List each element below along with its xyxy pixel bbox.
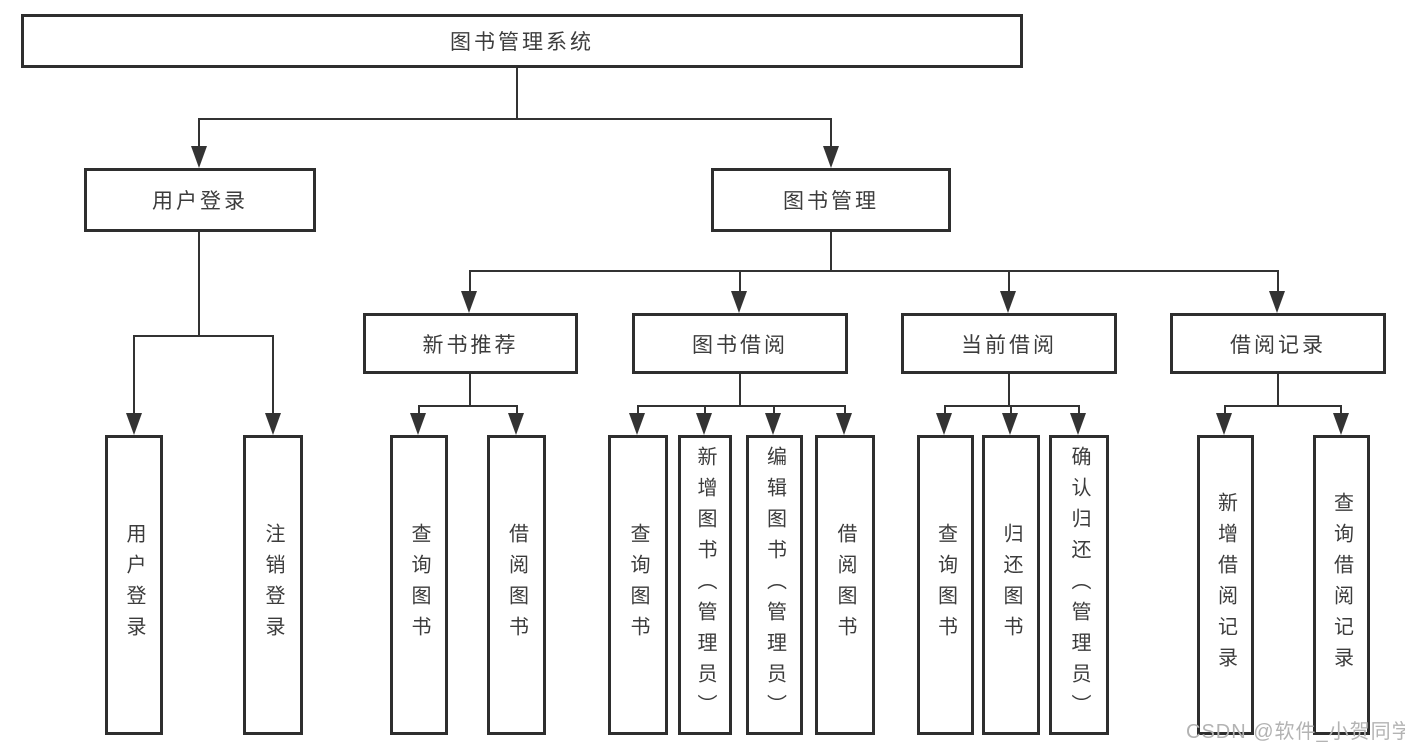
leaf-add-borrow-record-label: 新增借阅记录 — [1214, 492, 1237, 678]
connector-line — [1225, 405, 1342, 407]
connector-line — [830, 118, 832, 148]
connector-line — [469, 270, 471, 294]
node-current-borrow-label: 当前借阅 — [961, 333, 1057, 357]
connector-line — [134, 335, 274, 337]
arrow-down-icon — [731, 291, 747, 313]
arrow-down-icon — [936, 413, 952, 435]
connector-line — [1008, 270, 1010, 294]
connector-line — [516, 68, 518, 118]
arrow-down-icon — [461, 291, 477, 313]
arrow-down-icon — [629, 413, 645, 435]
connector-line — [944, 405, 946, 416]
watermark: CSDN @软件_小贺同学 — [1186, 721, 1405, 743]
connector-line — [704, 405, 706, 416]
arrow-down-icon — [1269, 291, 1285, 313]
connector-line — [469, 374, 471, 407]
connector-line — [945, 405, 1080, 407]
connector-line — [198, 232, 200, 337]
leaf-query-borrow-record: 查询借阅记录 — [1313, 435, 1370, 735]
node-new-book-recommend: 新书推荐 — [363, 313, 578, 374]
node-user-login: 用户登录 — [84, 168, 316, 232]
leaf-query-books-borrow: 查询图书 — [608, 435, 668, 735]
node-new-book-recommend-label: 新书推荐 — [422, 333, 519, 357]
arrow-down-icon — [823, 146, 839, 168]
connector-line — [470, 270, 1279, 272]
connector-line — [418, 405, 420, 416]
leaf-edit-book-admin-label: 编辑图书（管理员） — [763, 445, 786, 725]
leaf-query-books-recommend: 查询图书 — [390, 435, 448, 735]
connector-line — [1008, 374, 1010, 407]
leaf-logout-label: 注销登录 — [262, 523, 284, 647]
leaf-edit-book-admin: 编辑图书（管理员） — [746, 435, 803, 735]
arrow-down-icon — [1333, 413, 1349, 435]
node-user-login-label: 用户登录 — [152, 190, 248, 213]
arrow-down-icon — [765, 413, 781, 435]
connector-line — [133, 335, 135, 415]
leaf-confirm-return-admin-label: 确认归还（管理员） — [1068, 445, 1090, 725]
arrow-down-icon — [836, 413, 852, 435]
leaf-borrow-books-recommend-label: 借阅图书 — [505, 523, 528, 647]
connector-line — [739, 374, 741, 407]
connector-line — [638, 405, 846, 407]
arrow-down-icon — [410, 413, 426, 435]
node-book-borrow: 图书借阅 — [632, 313, 848, 374]
node-book-management: 图书管理 — [711, 168, 951, 232]
leaf-user-login: 用户登录 — [105, 435, 163, 735]
connector-line — [1277, 270, 1279, 294]
connector-line — [419, 405, 518, 407]
leaf-add-book-admin: 新增图书（管理员） — [678, 435, 732, 735]
node-borrow-record: 借阅记录 — [1170, 313, 1386, 374]
connector-line — [1224, 405, 1226, 416]
connector-line — [1010, 405, 1012, 416]
connector-line — [1078, 405, 1080, 416]
arrow-down-icon — [1216, 413, 1232, 435]
leaf-query-books-recommend-label: 查询图书 — [408, 523, 430, 647]
leaf-add-book-admin-label: 新增图书（管理员） — [694, 445, 716, 725]
leaf-borrow-books-label: 借阅图书 — [834, 523, 856, 647]
connector-line — [739, 270, 741, 294]
arrow-down-icon — [1070, 413, 1086, 435]
node-root-label: 图书管理系统 — [450, 31, 594, 54]
connector-line — [637, 405, 639, 416]
arrow-down-icon — [1002, 413, 1018, 435]
leaf-return-books-label: 归还图书 — [1000, 523, 1022, 647]
arrow-down-icon — [126, 413, 142, 435]
node-book-borrow-label: 图书借阅 — [692, 333, 788, 357]
leaf-query-books-current-label: 查询图书 — [934, 523, 957, 647]
leaf-query-books-borrow-label: 查询图书 — [627, 523, 649, 647]
connector-line — [198, 118, 200, 148]
leaf-return-books: 归还图书 — [982, 435, 1040, 735]
leaf-logout: 注销登录 — [243, 435, 303, 735]
leaf-query-borrow-record-label: 查询借阅记录 — [1330, 492, 1353, 678]
connector-line — [773, 405, 775, 416]
arrow-down-icon — [696, 413, 712, 435]
connector-line — [1340, 405, 1342, 416]
leaf-user-login-label: 用户登录 — [123, 523, 145, 647]
leaf-borrow-books-recommend: 借阅图书 — [487, 435, 546, 735]
connector-line — [516, 405, 518, 416]
connector-line — [830, 232, 832, 272]
arrow-down-icon — [265, 413, 281, 435]
leaf-confirm-return-admin: 确认归还（管理员） — [1049, 435, 1109, 735]
node-book-management-label: 图书管理 — [783, 190, 879, 213]
connector-line — [1277, 374, 1279, 407]
arrow-down-icon — [508, 413, 524, 435]
node-root: 图书管理系统 — [21, 14, 1023, 68]
arrow-down-icon — [1000, 291, 1016, 313]
connector-line — [844, 405, 846, 416]
connector-line — [272, 335, 274, 415]
arrow-down-icon — [191, 146, 207, 168]
node-current-borrow: 当前借阅 — [901, 313, 1117, 374]
leaf-query-books-current: 查询图书 — [917, 435, 974, 735]
node-borrow-record-label: 借阅记录 — [1230, 333, 1326, 357]
leaf-add-borrow-record: 新增借阅记录 — [1197, 435, 1254, 735]
leaf-borrow-books: 借阅图书 — [815, 435, 875, 735]
connector-line — [199, 118, 832, 120]
